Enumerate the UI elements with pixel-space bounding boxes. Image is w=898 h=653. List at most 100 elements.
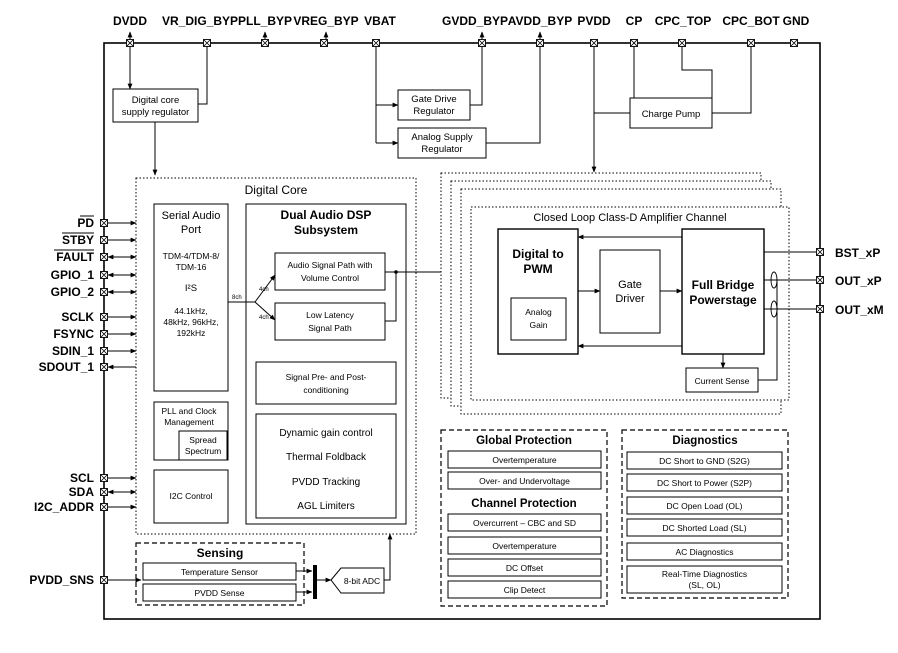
wire-adc-to-core (384, 533, 393, 581)
cp-item-clip-detect (447, 580, 602, 599)
dsp-subsystem-title-line2: Subsystem (294, 223, 358, 237)
terminal-out-xp (816, 276, 824, 284)
top-pin-terminals (126, 39, 798, 47)
audio-signal-path-line1: Audio Signal Path with (287, 260, 372, 270)
serial-audio-port (153, 203, 229, 392)
terminal-dvdd (126, 39, 134, 47)
terminal-avdd-byp (536, 39, 544, 47)
diag-item-s2p-label: DC Short to Power (S2P) (657, 478, 752, 488)
left-pin-terminals (100, 219, 108, 584)
full-bridge-line1: Full Bridge (692, 278, 755, 292)
left-pin-wires (107, 220, 142, 583)
pin-sda: SDA (69, 485, 95, 499)
analog-gain-line1: Analog (525, 307, 552, 317)
diag-item-realtime-line1: Real-Time Diagnostics (662, 569, 747, 579)
feature-thermal-foldback: Thermal Foldback (286, 452, 367, 463)
terminal-vreg-byp (320, 39, 328, 47)
gp-item-overtemperature (447, 450, 602, 469)
terminal-vr-dig-byp (203, 39, 211, 47)
pin-pd: PD (77, 216, 94, 230)
signal-conditioning-line1: Signal Pre- and Post- (286, 372, 367, 382)
wire-split-up (254, 274, 276, 303)
analog-supply-regulator-line1: Analog Supply (411, 132, 473, 143)
i2c-control (153, 469, 229, 524)
pin-vreg-byp: VREG_BYP (293, 14, 358, 28)
signal-conditioning-line2: conditioning (303, 385, 349, 395)
terminal-fault (100, 253, 108, 261)
pin-stby: STBY (62, 233, 94, 247)
terminal-sclk (100, 313, 108, 321)
gp-item-voltage (447, 471, 602, 490)
audio-signal-path-box (274, 252, 386, 291)
current-sense-label: Current Sense (695, 376, 750, 386)
amplifier-channel-title: Closed Loop Class-D Amplifier Channel (533, 212, 726, 224)
pin-out-xm: OUT_xM (835, 303, 884, 317)
serial-audio-port-i2s: I²S (185, 283, 197, 294)
digital-core-supply-regulator-line2: supply regulator (122, 107, 190, 118)
diag-item-ol-label: DC Open Load (OL) (666, 501, 742, 511)
diag-item-sl-label: DC Shorted Load (SL) (662, 523, 746, 533)
terminal-pll-byp (261, 39, 269, 47)
low-latency-path-line2: Signal Path (308, 323, 352, 333)
pll-clock-management-line2: Management (164, 417, 214, 427)
temperature-sensor-label: Temperature Sensor (181, 567, 258, 577)
wire-regulator-to-vr-dig-byp (198, 46, 208, 105)
gate-drive-regulator-line2: Regulator (413, 106, 454, 117)
pin-gpio-2: GPIO_2 (51, 285, 95, 299)
digital-to-pwm-line2: PWM (523, 262, 552, 276)
terminal-gnd (790, 39, 798, 47)
terminal-scl (100, 474, 108, 482)
sensing-title: Sensing (197, 546, 244, 560)
wire-gate-drive-to-gvdd (470, 46, 483, 106)
terminal-sda (100, 488, 108, 496)
low-latency-path-box (274, 302, 386, 341)
feature-agl-limiters: AGL Limiters (297, 501, 354, 512)
label-4ch-a: 4ch (259, 287, 269, 293)
diag-item-sl (626, 518, 783, 537)
cp-item-overtemperature (447, 536, 602, 555)
pin-sdin-1: SDIN_1 (52, 344, 94, 358)
protection-block (440, 429, 608, 607)
diag-item-ac-label: AC Diagnostics (675, 547, 733, 557)
pin-fsync: FSYNC (53, 327, 94, 341)
spread-spectrum-line2: Spectrum (185, 446, 221, 456)
terminal-pvdd-sns (100, 576, 108, 584)
low-latency-path-line1: Low Latency (306, 310, 354, 320)
charge-pump (629, 97, 713, 129)
audio-signal-path-line2: Volume Control (301, 273, 359, 283)
terminal-cpc-bot (747, 39, 755, 47)
terminal-bst-xp (816, 248, 824, 256)
top-pin-arrows (127, 31, 543, 39)
full-bridge-line2: Powerstage (689, 293, 757, 307)
serial-audio-port-formats-line2: TDM-16 (176, 262, 207, 272)
pin-sdout-1: SDOUT_1 (39, 360, 95, 374)
wire-low-latency-merge (385, 272, 397, 322)
sensing-block (135, 542, 305, 606)
serial-audio-port-title-line2: Port (181, 224, 201, 236)
charge-pump-label: Charge Pump (642, 109, 701, 120)
terminal-sdout-1 (100, 363, 108, 371)
signal-conditioning-box (255, 361, 397, 405)
wire-cpc-top (681, 46, 713, 98)
serial-audio-port-rates-line3: 192kHz (177, 328, 206, 338)
cp-item-dc-offset (447, 558, 602, 577)
pin-out-xp: OUT_xP (835, 274, 882, 288)
cp-item-overcurrent (447, 513, 602, 532)
pin-gvdd-byp: GVDD_BYP (442, 14, 508, 28)
gp-item-overtemperature-label: Overtemperature (492, 455, 557, 465)
spread-spectrum-line1: Spread (189, 435, 217, 445)
analog-gain-line2: Gain (530, 320, 548, 330)
serial-audio-port-rates-line1: 44.1kHz, (174, 306, 208, 316)
terminal-gpio-1 (100, 271, 108, 279)
terminal-vbat (372, 39, 380, 47)
pin-cpc-bot: CPC_BOT (722, 14, 780, 28)
feature-dynamic-gain: Dynamic gain control (279, 428, 372, 439)
pin-dvdd: DVDD (113, 14, 147, 28)
label-4ch-b: 4ch (259, 315, 269, 321)
diag-item-realtime-line2: (SL, OL) (688, 580, 720, 590)
digital-to-pwm-line1: Digital to (512, 247, 563, 261)
feature-pvdd-tracking: PVDD Tracking (292, 477, 360, 488)
pin-vbat: VBAT (364, 14, 396, 28)
i2c-control-label: I2C Control (170, 491, 213, 501)
